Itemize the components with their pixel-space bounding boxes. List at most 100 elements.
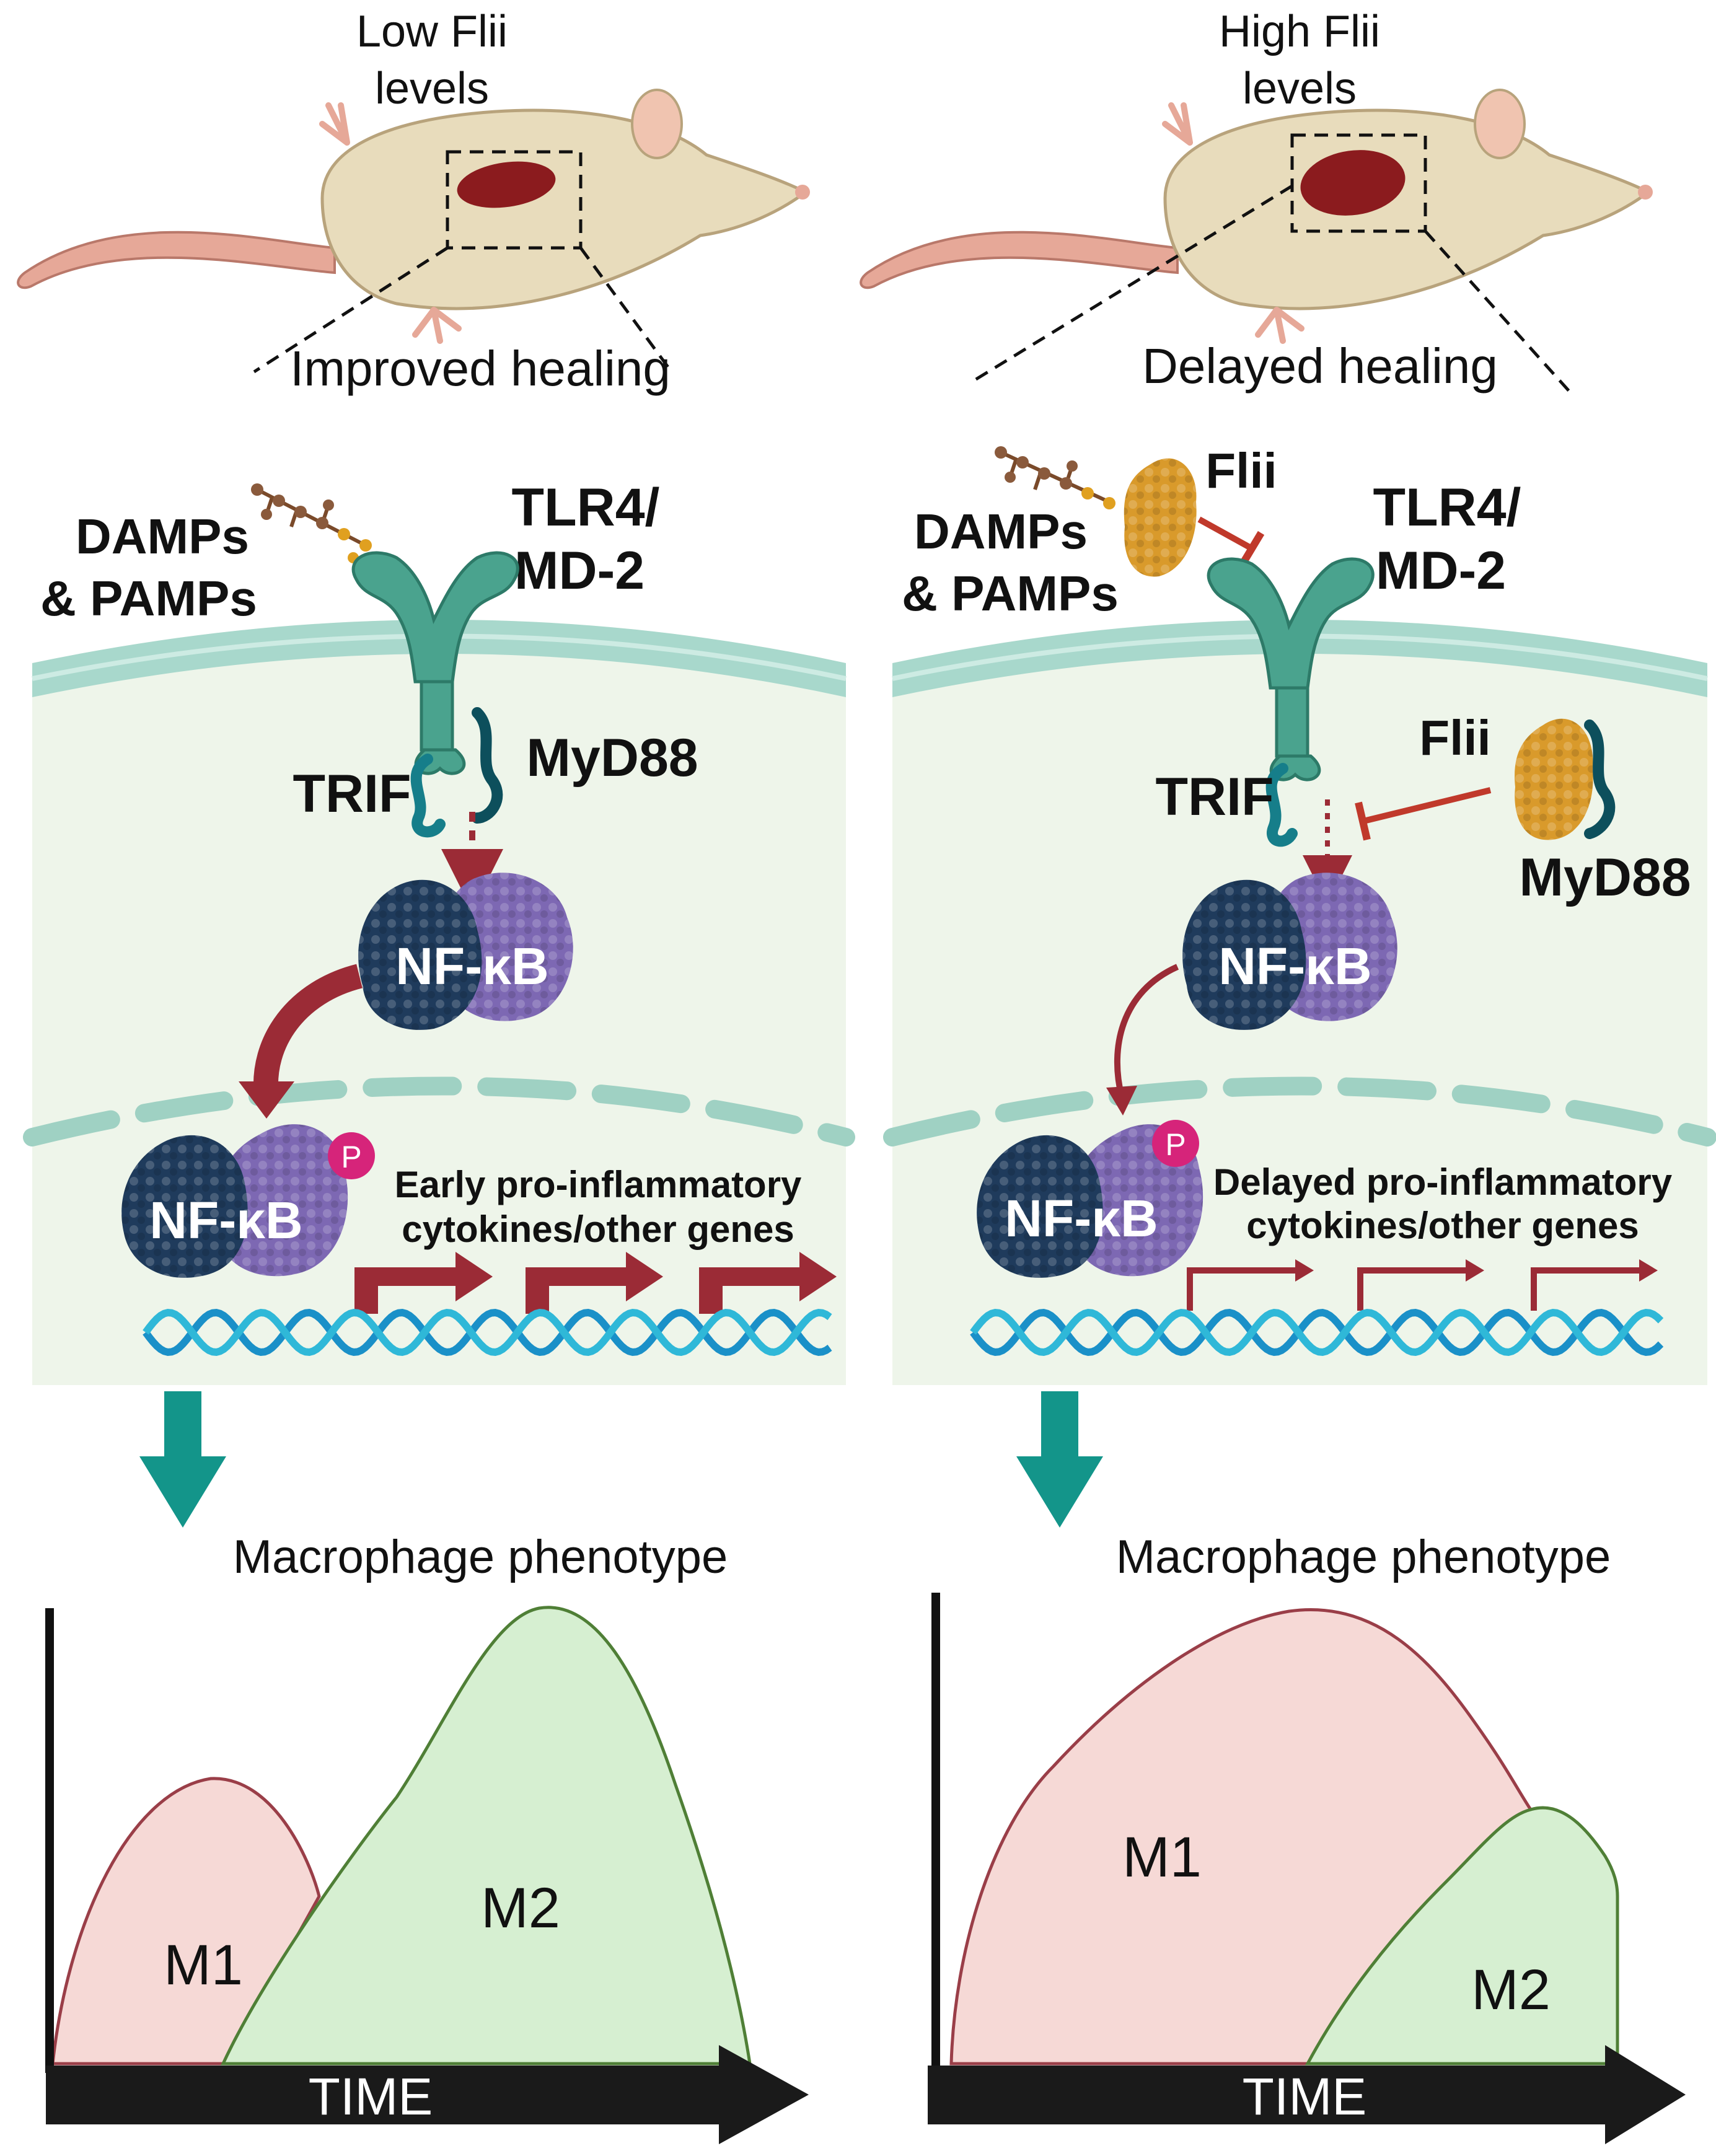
trif-label: TRIF bbox=[1155, 767, 1274, 827]
time-axis-arrow bbox=[46, 2045, 809, 2144]
zoom-line-right bbox=[1424, 230, 1575, 398]
nfkb-cyto-label: NF-κB bbox=[1218, 937, 1371, 995]
mouse-body bbox=[1163, 108, 1652, 310]
phospho-label: P bbox=[341, 1140, 361, 1174]
flii-label-top: Flii bbox=[1205, 443, 1277, 498]
transcription-arrows bbox=[354, 1252, 837, 1314]
mouse-paw-back bbox=[1255, 307, 1305, 344]
ligand-molecule bbox=[995, 446, 1115, 509]
nuclear-membrane bbox=[883, 1076, 1716, 1146]
phenotype-chart bbox=[928, 1593, 1686, 2144]
tlr4-transmembrane bbox=[1275, 686, 1309, 758]
transcription-arrow bbox=[354, 1252, 493, 1314]
genes-label-line1: Early pro-inflammatory bbox=[395, 1164, 802, 1205]
inhibition-bar bbox=[1355, 801, 1371, 841]
transcription-arrow bbox=[699, 1252, 837, 1314]
phospho-badge bbox=[1152, 1120, 1199, 1167]
receptor-label-line1: TLR4/ bbox=[512, 478, 660, 537]
dna-helix bbox=[143, 1309, 832, 1356]
translocation-arrowhead bbox=[1106, 1086, 1137, 1115]
nfkb-cytoplasmic bbox=[1182, 873, 1397, 1030]
time-axis-arrow bbox=[928, 2045, 1686, 2144]
transcription-arrow bbox=[1531, 1267, 1645, 1311]
mouse-tail bbox=[860, 231, 1179, 289]
nfkb-nuc-label: NF-κB bbox=[1005, 1189, 1158, 1247]
wound bbox=[457, 161, 556, 208]
trif-label: TRIF bbox=[293, 764, 411, 824]
m2-label: M2 bbox=[481, 1877, 560, 1940]
mouse-body bbox=[320, 108, 809, 310]
mouse-paw-back bbox=[412, 307, 462, 344]
damps-label-line1: DAMPs bbox=[914, 504, 1088, 559]
myd88-label: MyD88 bbox=[1519, 848, 1691, 907]
mouse-label-line2: levels bbox=[375, 64, 489, 113]
myd88-adaptor bbox=[1584, 719, 1616, 839]
translocation-arrowhead bbox=[239, 1081, 294, 1119]
tlr4-receptor bbox=[351, 551, 519, 775]
damps-label-line2: & PAMPs bbox=[40, 571, 257, 626]
time-label: TIME bbox=[1243, 2067, 1367, 2126]
receptor-label-line2: MD-2 bbox=[514, 541, 645, 601]
mouse-tail bbox=[17, 231, 336, 289]
zoom-line-left bbox=[253, 246, 449, 374]
nfkb-nuclear bbox=[121, 1124, 348, 1278]
mouse-label-line2: levels bbox=[1243, 64, 1357, 113]
time-label: TIME bbox=[309, 2067, 433, 2126]
teal-down-arrow bbox=[139, 1391, 226, 1528]
phospho-badge bbox=[328, 1132, 375, 1179]
myd88-label: MyD88 bbox=[526, 728, 698, 788]
transcription-arrow bbox=[526, 1252, 663, 1314]
trif-adaptor bbox=[410, 754, 446, 838]
inhibition-bar bbox=[1239, 530, 1265, 566]
m1-label: M1 bbox=[164, 1934, 243, 1997]
transcription-arrows bbox=[1187, 1267, 1645, 1311]
mouse-label-line1: High Flii bbox=[1219, 7, 1380, 56]
mouse-low-flii bbox=[17, 89, 810, 374]
mouse-label-line1: Low Flii bbox=[356, 7, 508, 56]
mouse-ear bbox=[631, 89, 683, 159]
flii-protein-intracellular bbox=[1515, 718, 1593, 840]
myd88-adaptor bbox=[472, 707, 503, 824]
plasma-membrane bbox=[892, 620, 1707, 697]
nfkb-nuc-label: NF-κB bbox=[149, 1191, 302, 1249]
right-panel: High Flii levels Delayed healing bbox=[860, 7, 1716, 2144]
inhibition-line bbox=[1197, 516, 1254, 552]
tlr4-transmembrane bbox=[420, 680, 454, 752]
translocation-arrow bbox=[1114, 964, 1179, 1098]
dna-helix bbox=[970, 1309, 1664, 1356]
trif-adaptor bbox=[1265, 763, 1298, 847]
receptor-label-line1: TLR4/ bbox=[1373, 478, 1521, 537]
m2-curve bbox=[221, 1606, 752, 2066]
phenotype-chart bbox=[45, 1606, 809, 2144]
wound bbox=[1300, 150, 1406, 216]
phospho-label: P bbox=[1165, 1127, 1186, 1162]
genes-label-line2: cytokines/other genes bbox=[1246, 1205, 1639, 1246]
m2-label: M2 bbox=[1471, 1958, 1551, 2022]
nuclear-membrane bbox=[23, 1076, 855, 1146]
m2-curve bbox=[1305, 1806, 1619, 2066]
zoom-line-right bbox=[579, 247, 671, 370]
mouse-nose bbox=[795, 185, 810, 200]
mouse-paw-front bbox=[1162, 102, 1193, 146]
translocation-arrow bbox=[253, 964, 363, 1099]
genes-label-line1: Delayed pro-inflammatory bbox=[1213, 1161, 1673, 1203]
zoom-box bbox=[1290, 133, 1427, 233]
left-panel: Low Flii levels Improved healing bbox=[17, 7, 855, 2144]
receptor-label-line2: MD-2 bbox=[1376, 541, 1506, 601]
transcription-arrow bbox=[1187, 1267, 1301, 1311]
teal-down-arrow bbox=[1016, 1391, 1103, 1528]
transcription-arrow bbox=[1357, 1267, 1472, 1311]
healing-label: Delayed healing bbox=[1142, 338, 1498, 394]
flii-protein-extracellular bbox=[1124, 458, 1197, 577]
mouse-high-flii bbox=[860, 89, 1653, 398]
flii-label-mid: Flii bbox=[1419, 710, 1491, 765]
inhibition-line bbox=[1362, 787, 1492, 824]
mouse-nose bbox=[1638, 185, 1653, 200]
zoom-line-left bbox=[972, 184, 1293, 383]
phenotype-title: Macrophage phenotype bbox=[1116, 1531, 1611, 1583]
ligand-molecule bbox=[251, 483, 372, 563]
mouse-paw-front bbox=[319, 102, 350, 146]
damps-label-line1: DAMPs bbox=[76, 509, 249, 564]
m1-curve bbox=[51, 1777, 321, 2066]
